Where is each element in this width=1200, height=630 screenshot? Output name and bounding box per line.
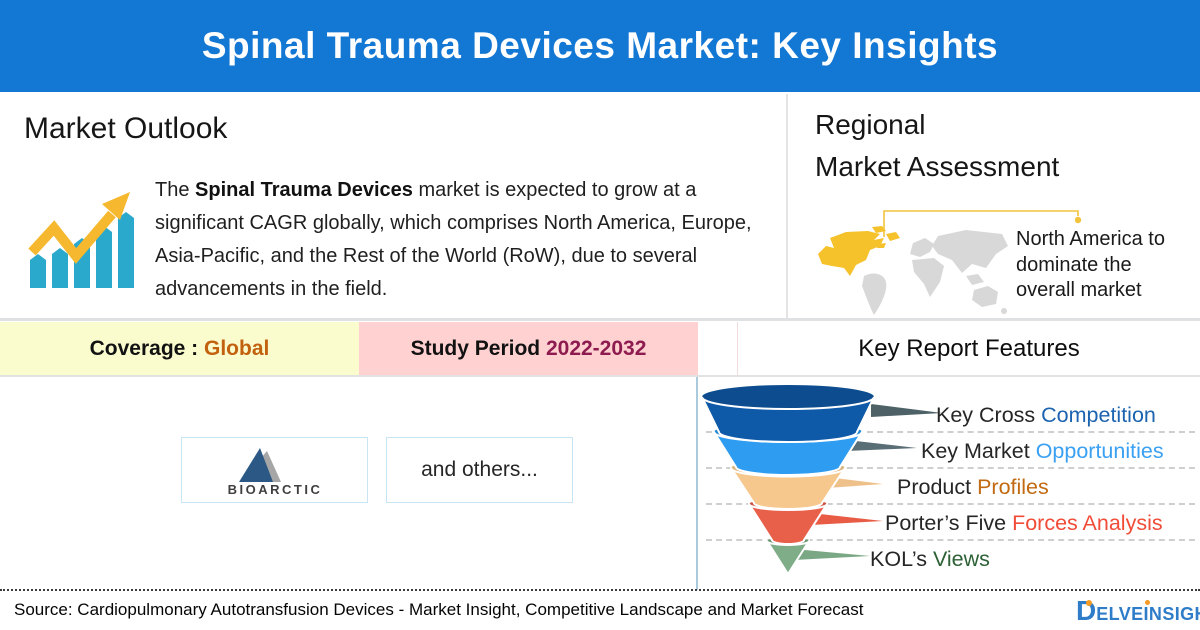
delveinsight-logo-i: I: [1143, 600, 1151, 624]
page-title: Spinal Trauma Devices Market: Key Insigh…: [201, 25, 999, 66]
title-banner: Spinal Trauma Devices Market: Key Insigh…: [0, 0, 1200, 92]
study-period-label: Study Period: [410, 336, 541, 360]
feature-prefix: Key Cross: [936, 403, 1042, 427]
dashed-separator: [706, 539, 1195, 541]
feature-accent: Competition: [1041, 403, 1156, 427]
body-text-bold: Spinal Trauma Devices: [195, 179, 413, 201]
dashed-separator: [706, 503, 1195, 505]
delveinsight-logo-nsight: NSIGHT: [1148, 604, 1200, 624]
feature-prefix: Porter’s Five: [885, 511, 1013, 535]
others-label: and others...: [421, 458, 538, 481]
bioarctic-logo-text: BIOARCTIC: [227, 482, 322, 496]
bioarctic-logo: BIOARCTIC: [227, 448, 322, 496]
map-north-america-highlight: [818, 226, 900, 276]
world-map: [818, 226, 1008, 315]
funnel-segment-1: [701, 385, 875, 443]
study-period-bar: Study Period 2022-2032: [359, 322, 698, 375]
feature-row-competition: Key Cross Competition: [936, 402, 1156, 429]
feature-row-opportunities: Key Market Opportunities: [921, 438, 1164, 465]
regional-callout: North America to dominate the overall ma…: [1016, 228, 1165, 301]
dashed-separator: [706, 467, 1195, 469]
funnel-tails: [794, 404, 942, 560]
dashed-separator: [706, 431, 1195, 433]
coverage-bar: Coverage : Global: [0, 322, 359, 375]
growth-bar-chart-icon: [28, 192, 134, 288]
regional-heading: Regional Market Assessment: [815, 104, 1059, 188]
vertical-divider-bottom: [696, 377, 698, 590]
coverage-label: Coverage :: [89, 336, 199, 360]
company-logo-box: BIOARCTIC: [181, 437, 368, 503]
body-text-after: market is expected to grow at a signific…: [155, 179, 752, 300]
regional-heading-line2: Market Assessment: [815, 151, 1060, 182]
others-box: and others...: [386, 437, 573, 503]
horizontal-divider-upper: [0, 318, 1200, 321]
map-callout-connector: [883, 210, 1082, 237]
feature-row-forces: Porter’s Five Forces Analysis: [885, 510, 1163, 537]
delveinsight-logo-elve: ELVE: [1096, 604, 1144, 624]
footer-dotted-divider: [0, 589, 1200, 591]
feature-accent: Opportunities: [1035, 439, 1164, 463]
feature-prefix: Product: [897, 475, 978, 499]
feature-prefix: Key Market: [921, 439, 1036, 463]
map-base-continents: [862, 230, 1008, 315]
vertical-divider-top: [786, 94, 788, 320]
delveinsight-logo: DELVEINSIGHT: [1076, 597, 1200, 625]
feature-prefix: KOL’s: [870, 547, 933, 571]
feature-accent: Views: [932, 547, 990, 571]
market-outlook-heading: Market Outlook: [24, 112, 228, 145]
market-outlook-body: The Spinal Trauma Devices market is expe…: [155, 174, 767, 306]
feature-row-profiles: Product Profiles: [897, 474, 1049, 501]
regional-heading-line1: Regional: [815, 109, 926, 140]
body-text-before: The: [155, 179, 196, 201]
key-report-features-heading: Key Report Features: [737, 322, 1200, 375]
funnel-chart: [701, 385, 942, 576]
feature-accent: Profiles: [977, 475, 1049, 499]
source-text: Source: Cardiopulmonary Autotransfusion …: [14, 600, 864, 619]
feature-row-kol: KOL’s Views: [870, 546, 990, 573]
study-period-value: 2022-2032: [545, 336, 647, 360]
feature-accent: Forces Analysis: [1012, 511, 1163, 535]
delveinsight-logo-d: D: [1076, 595, 1097, 626]
horizontal-divider-lower: [0, 375, 1200, 377]
coverage-value: Global: [204, 336, 270, 360]
